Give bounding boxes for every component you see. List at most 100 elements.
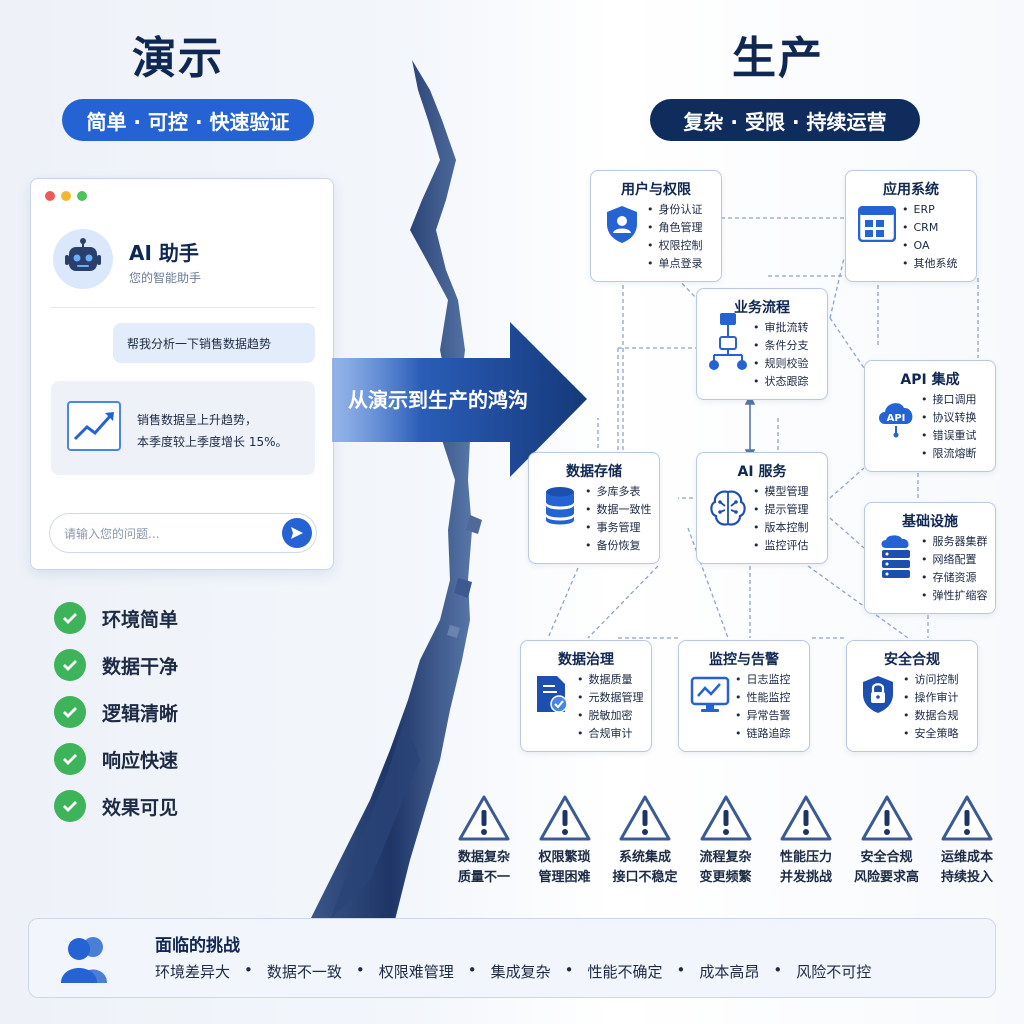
box-list: 审批流转条件分支规则校验状态跟踪 [753,319,809,391]
box-title: API 集成 [900,372,960,388]
minimize-dot[interactable] [61,191,71,201]
document-check-icon [531,673,573,715]
production-title: 生产 [732,33,824,84]
demo-title: 演示 [132,33,224,84]
box-list: 数据质量元数据管理脱敏加密合规审计 [577,671,644,743]
box-title: 安全合规 [884,652,940,668]
check-icon [54,649,86,681]
challenge-label: 安全合规风险要求高 [853,850,919,885]
checklist-label: 效果可见 [102,796,179,819]
warning-icon [539,795,590,841]
box-list: 模型管理提示管理版本控制监控评估 [753,483,809,555]
warning-icon [700,795,751,841]
server-cloud-icon [875,535,917,578]
summary-item: 性能不确定 [587,963,663,981]
box-list-item: 链路追踪 [735,725,791,743]
summary-item: 数据不一致 [266,963,342,981]
box-list: 日志监控性能监控异常告警链路追踪 [735,671,791,743]
checklist-item: 逻辑清晰 [54,696,178,728]
summary-item: 集成复杂 [490,963,551,981]
box-list-item: 限流熔断 [921,445,977,463]
check-icon [54,602,86,634]
separator-dot: • [467,961,477,979]
assistant-subtitle: 您的智能助手 [129,271,202,285]
checklist-item: 环境简单 [54,602,178,634]
box-title: 监控与告警 [709,652,779,668]
box-list-item: 访问控制 [903,671,959,689]
box-monitor: 监控与告警 日志监控性能监控异常告警链路追踪 [678,640,810,752]
box-list-item: 身份认证 [647,201,703,219]
challenge-label: 权限繁琐管理困难 [538,850,591,885]
box-list-item: 角色管理 [647,219,703,237]
box-list-item: 其他系统 [902,255,958,273]
warning-icon [619,795,671,841]
checklist-label: 响应快速 [102,749,179,772]
summary-items: 环境差异大•数据不一致•权限难管理•集成复杂•性能不确定•成本高昂•风险不可控 [155,961,871,982]
box-list-item: 网络配置 [921,551,988,569]
box-list-item: 规则校验 [753,355,809,373]
separator-dot: • [355,961,365,979]
box-list-item: 元数据管理 [577,689,644,707]
box-list-item: 弹性扩缩容 [921,587,988,605]
box-list-item: 服务器集群 [921,533,988,551]
warning-icon [458,795,510,841]
separator-dot: • [244,961,253,979]
box-list-item: 数据合规 [903,707,959,725]
box-list-item: 数据一致性 [585,501,652,519]
checklist-label: 环境简单 [102,608,179,631]
box-data-gov: 数据治理 数据质量元数据管理脱敏加密合规审计 [520,640,652,752]
challenge-label: 数据复杂质量不一 [457,850,510,885]
box-app-systems: 应用系统 ERPCRMOA其他系统 [845,170,977,282]
warning-icon [941,795,993,841]
box-list: 访问控制操作审计数据合规安全策略 [903,671,959,743]
box-infra: 基础设施 服务器集群网络配置存储资源弹性扩缩容 [864,502,996,614]
chat-input[interactable]: 请输入您的问题... [49,513,317,553]
close-dot[interactable] [45,191,55,201]
database-icon [539,485,581,527]
summary-item: 环境差异大 [155,963,231,981]
checklist-item: 数据干净 [54,649,178,681]
box-title: 用户与权限 [621,182,691,198]
box-list-item: 脱敏加密 [577,707,644,725]
check-icon [54,790,86,822]
box-title: 数据治理 [558,652,614,668]
box-list-item: 错误重试 [921,427,977,445]
box-title: 应用系统 [883,182,939,198]
gap-arrow [332,322,587,477]
gap-arrow-label: 从演示到生产的鸿沟 [348,388,528,412]
challenge-label: 性能压力并发挑战 [779,850,832,885]
box-title: 业务流程 [734,300,790,316]
box-list-item: 接口调用 [921,391,977,409]
brain-icon [707,487,749,529]
box-list: ERPCRMOA其他系统 [902,201,958,273]
checklist-label: 逻辑清晰 [102,702,179,725]
send-button[interactable] [282,518,312,548]
maximize-dot[interactable] [77,191,87,201]
warning-icon [861,795,912,841]
production-pill: 复杂 · 受限 · 持续运营 [650,99,920,141]
challenge-item: 安全合规风险要求高 [847,794,927,888]
box-list: 多库多表数据一致性事务管理备份恢复 [585,483,652,555]
challenge-label: 运维成本持续投入 [940,850,993,885]
box-list-item: 状态跟踪 [753,373,809,391]
challenge-item: 数据复杂质量不一 [444,794,524,888]
window-controls [45,191,87,201]
summary-item: 成本高昂 [699,963,760,981]
box-security: 安全合规 访问控制操作审计数据合规安全策略 [846,640,978,752]
box-list-item: 版本控制 [753,519,809,537]
bot-message-text: 销售数据呈上升趋势， 本季度较上季度增长 15%。 [137,413,288,449]
box-list-item: CRM [902,219,958,237]
chat-divider [51,307,315,308]
api-cloud-icon: API [875,395,917,438]
checklist-label: 数据干净 [102,655,179,678]
box-list-item: 存储资源 [921,569,988,587]
box-list-item: 审批流转 [753,319,809,337]
shield-user-icon [601,203,643,245]
box-list-item: 协议转换 [921,409,977,427]
summary-item: 风险不可控 [796,963,872,981]
checklist-item: 效果可见 [54,790,178,822]
crack-illustration [310,60,482,920]
app-window-icon [856,203,898,245]
box-list-item: 权限控制 [647,237,703,255]
box-list-item: 备份恢复 [585,537,652,555]
